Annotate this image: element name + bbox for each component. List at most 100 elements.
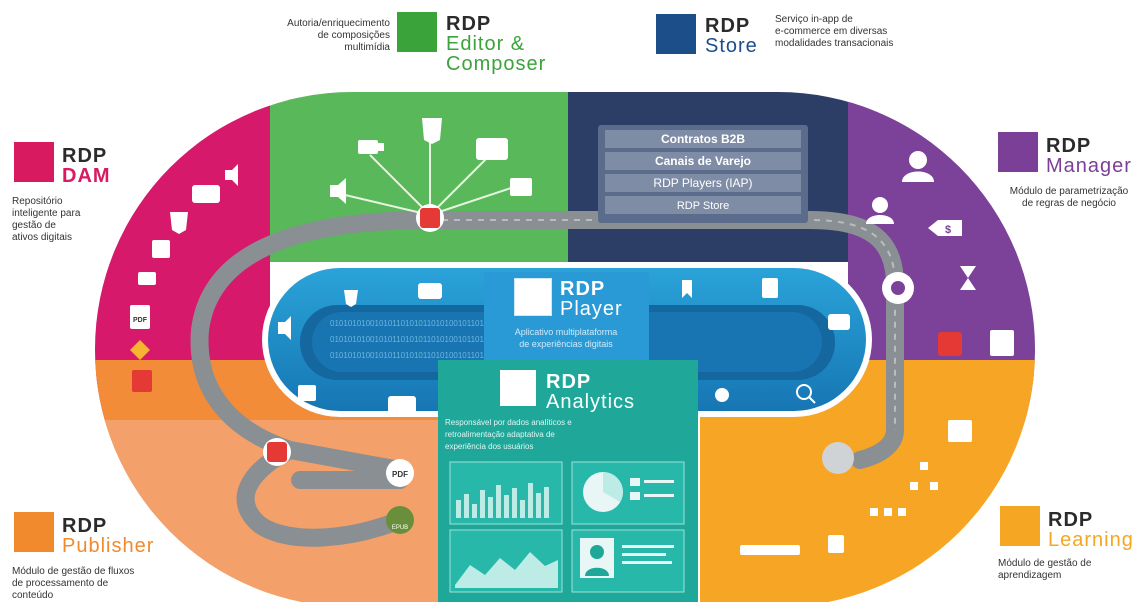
learning-name: Learning bbox=[1048, 529, 1134, 551]
svg-text:EPUB: EPUB bbox=[392, 525, 408, 531]
dam-name: DAM bbox=[62, 165, 111, 187]
org-chart-icon bbox=[920, 462, 928, 470]
document-list-icon bbox=[152, 240, 170, 258]
player-track: 0101010100101011010101101010010110101011… bbox=[262, 262, 872, 417]
store-channel-label: RDP Players (IAP) bbox=[653, 176, 752, 190]
editor-rdp: RDP bbox=[446, 13, 492, 35]
price-tag-icon bbox=[928, 220, 962, 236]
publisher-name: Publisher bbox=[62, 535, 155, 557]
editor-logo-icon bbox=[397, 12, 437, 52]
audio-icon bbox=[278, 316, 291, 340]
store-name: Store bbox=[705, 35, 758, 57]
certificate-icon bbox=[948, 420, 972, 442]
chat-icon bbox=[418, 283, 442, 299]
image-gallery-icon bbox=[192, 185, 220, 203]
audio-icon bbox=[330, 178, 346, 204]
player-description: de experiências digitais bbox=[519, 339, 613, 349]
binary-stream: 0101010100101011010101101010010110101011… bbox=[330, 335, 559, 344]
manager-logo-icon bbox=[998, 132, 1038, 172]
document-list-icon bbox=[510, 178, 532, 196]
learning-brand: RDP Learning bbox=[1048, 510, 1134, 550]
media-stack-icon bbox=[828, 535, 844, 553]
editor-rays bbox=[344, 140, 521, 216]
binary-stream: 0101010100101011010101101010010110101011… bbox=[330, 351, 559, 360]
analytics-panel: Responsável por dados analíticos e retro… bbox=[438, 360, 698, 602]
manager-name: Manager bbox=[1046, 155, 1132, 177]
analytics-description: Responsável por dados analíticos e bbox=[445, 418, 572, 427]
search-icon bbox=[796, 384, 812, 400]
image-gallery-icon bbox=[476, 138, 508, 160]
player-logo-icon bbox=[514, 278, 552, 316]
flowchart-icon bbox=[740, 545, 800, 555]
editor-node bbox=[416, 204, 444, 232]
analytics-name: Analytics bbox=[546, 391, 636, 413]
learning-logo-icon bbox=[1000, 506, 1040, 546]
hourglass-icon bbox=[960, 266, 976, 290]
analytics-rdp: RDP bbox=[546, 371, 592, 393]
svg-text:PDF: PDF bbox=[392, 470, 408, 479]
video-camera-icon bbox=[828, 314, 850, 330]
publisher-logo-icon bbox=[14, 512, 54, 552]
rdp-bundle-icon bbox=[938, 332, 962, 356]
store-logo-icon bbox=[656, 14, 696, 54]
store-rdp: RDP bbox=[705, 15, 751, 37]
analytics-logo-icon bbox=[500, 370, 536, 406]
player-brand: RDP Player bbox=[560, 279, 623, 319]
publisher-rdp: RDP bbox=[62, 515, 108, 537]
bookmark-icon bbox=[682, 280, 692, 298]
store-channels: Contratos B2B Canais de Varejo RDP Playe… bbox=[598, 125, 808, 223]
publisher-brand: RDP Publisher bbox=[62, 516, 154, 556]
player-panel bbox=[484, 272, 649, 360]
analytics-brand: RDP Analytics bbox=[546, 372, 635, 412]
player-description: Aplicativo multiplataforma bbox=[515, 327, 618, 337]
epub-node[interactable]: EPUB bbox=[386, 506, 414, 534]
video-camera-icon bbox=[358, 140, 378, 154]
learning-rdp: RDP bbox=[1048, 509, 1094, 531]
player-rdp: RDP bbox=[560, 278, 606, 300]
users-group-icon bbox=[909, 151, 927, 169]
html5-icon bbox=[422, 118, 442, 144]
lightbulb-icon bbox=[822, 442, 854, 474]
dollar-label: $ bbox=[945, 224, 951, 236]
users-group-icon bbox=[872, 197, 888, 213]
publisher-node bbox=[263, 438, 291, 466]
dam-logo-icon bbox=[14, 142, 54, 182]
html5-icon bbox=[170, 212, 188, 234]
hierarchy-icon bbox=[870, 508, 878, 516]
dam-brand: RDP DAM bbox=[62, 146, 111, 186]
rdp-file-icon bbox=[132, 370, 152, 392]
document-list-icon bbox=[298, 385, 316, 401]
manager-rdp: RDP bbox=[1046, 135, 1092, 157]
area-chart-icon bbox=[455, 552, 558, 588]
dam-rdp: RDP bbox=[62, 145, 108, 167]
store-brand: RDP Store bbox=[705, 16, 758, 56]
pdf-node[interactable]: PDF bbox=[386, 459, 414, 487]
bar-chart-icon bbox=[456, 483, 549, 518]
clipboard-icon bbox=[762, 278, 778, 298]
image-gallery-icon bbox=[388, 396, 416, 414]
epub-icon bbox=[130, 340, 150, 360]
editor-name-line2: Composer bbox=[446, 53, 547, 75]
pdf-label: PDF bbox=[133, 317, 148, 324]
video-camera-icon bbox=[138, 272, 156, 285]
editor-name-line1: Editor & bbox=[446, 33, 526, 55]
award-icon bbox=[715, 388, 729, 402]
html5-icon bbox=[344, 290, 358, 307]
pdf-file-icon bbox=[130, 305, 150, 329]
analytics-description: experiência dos usuários bbox=[445, 442, 534, 451]
html5-check-icon bbox=[990, 330, 1014, 356]
audio-icon bbox=[225, 164, 238, 186]
editor-brand: RDP Editor & Composer bbox=[446, 14, 546, 74]
store-channel-label: RDP Store bbox=[677, 200, 729, 212]
store-channel-label: Contratos B2B bbox=[661, 132, 745, 146]
binary-stream: 0101010100101011010101101010010110101011… bbox=[330, 319, 559, 328]
analytics-description: retroalimentação adaptativa de bbox=[445, 430, 555, 439]
store-channel-label: Canais de Varejo bbox=[655, 154, 751, 168]
player-name: Player bbox=[560, 298, 623, 320]
